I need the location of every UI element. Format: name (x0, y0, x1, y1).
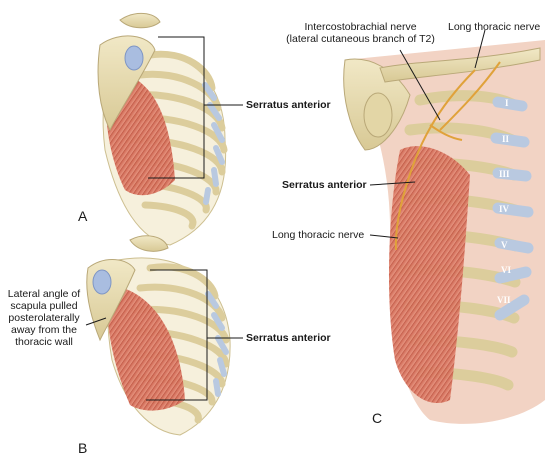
intercostobrachial-line-1: Intercostobrachial nerve (304, 21, 417, 33)
intercostobrachial-line-2: (lateral cutaneous branch of T2) (286, 33, 435, 45)
scapula-line-1: Lateral angle of (7, 288, 81, 300)
label-serratus-anterior-a: Serratus anterior (246, 99, 331, 111)
rib-numeral-3: III (499, 169, 510, 179)
panel-label-b: B (78, 440, 88, 456)
panel-label-a: A (78, 208, 88, 224)
label-serratus-anterior-c: Serratus anterior (282, 179, 367, 191)
label-long-thoracic-nerve-side: Long thoracic nerve (272, 229, 365, 241)
label-long-thoracic-nerve-top: Long thoracic nerve (448, 21, 541, 33)
rib-numeral-2: II (502, 134, 510, 144)
figure-b-thorax (85, 235, 243, 436)
label-serratus-anterior-b: Serratus anterior (246, 332, 331, 344)
rib-numeral-1: I (505, 98, 509, 108)
scapula-line-4: away from the (11, 324, 77, 336)
figure-c-thorax (343, 29, 545, 424)
rib-numeral-4: IV (499, 204, 510, 214)
scapula-line-5: thoracic wall (15, 336, 73, 348)
rib-numeral-5: V (501, 240, 508, 250)
rib-numeral-6: VI (501, 265, 512, 275)
rib-numeral-7: VII (497, 295, 511, 305)
scapula-line-2: scapula pulled (10, 300, 78, 312)
scapula-line-3: posterolaterally (8, 312, 80, 324)
label-intercostobrachial-nerve: Intercostobrachial nerve (lateral cutane… (278, 21, 443, 45)
label-lateral-angle-scapula: Lateral angle of scapula pulled posterol… (3, 288, 85, 348)
figure-a-thorax (97, 13, 243, 246)
panel-label-c: C (372, 410, 383, 426)
